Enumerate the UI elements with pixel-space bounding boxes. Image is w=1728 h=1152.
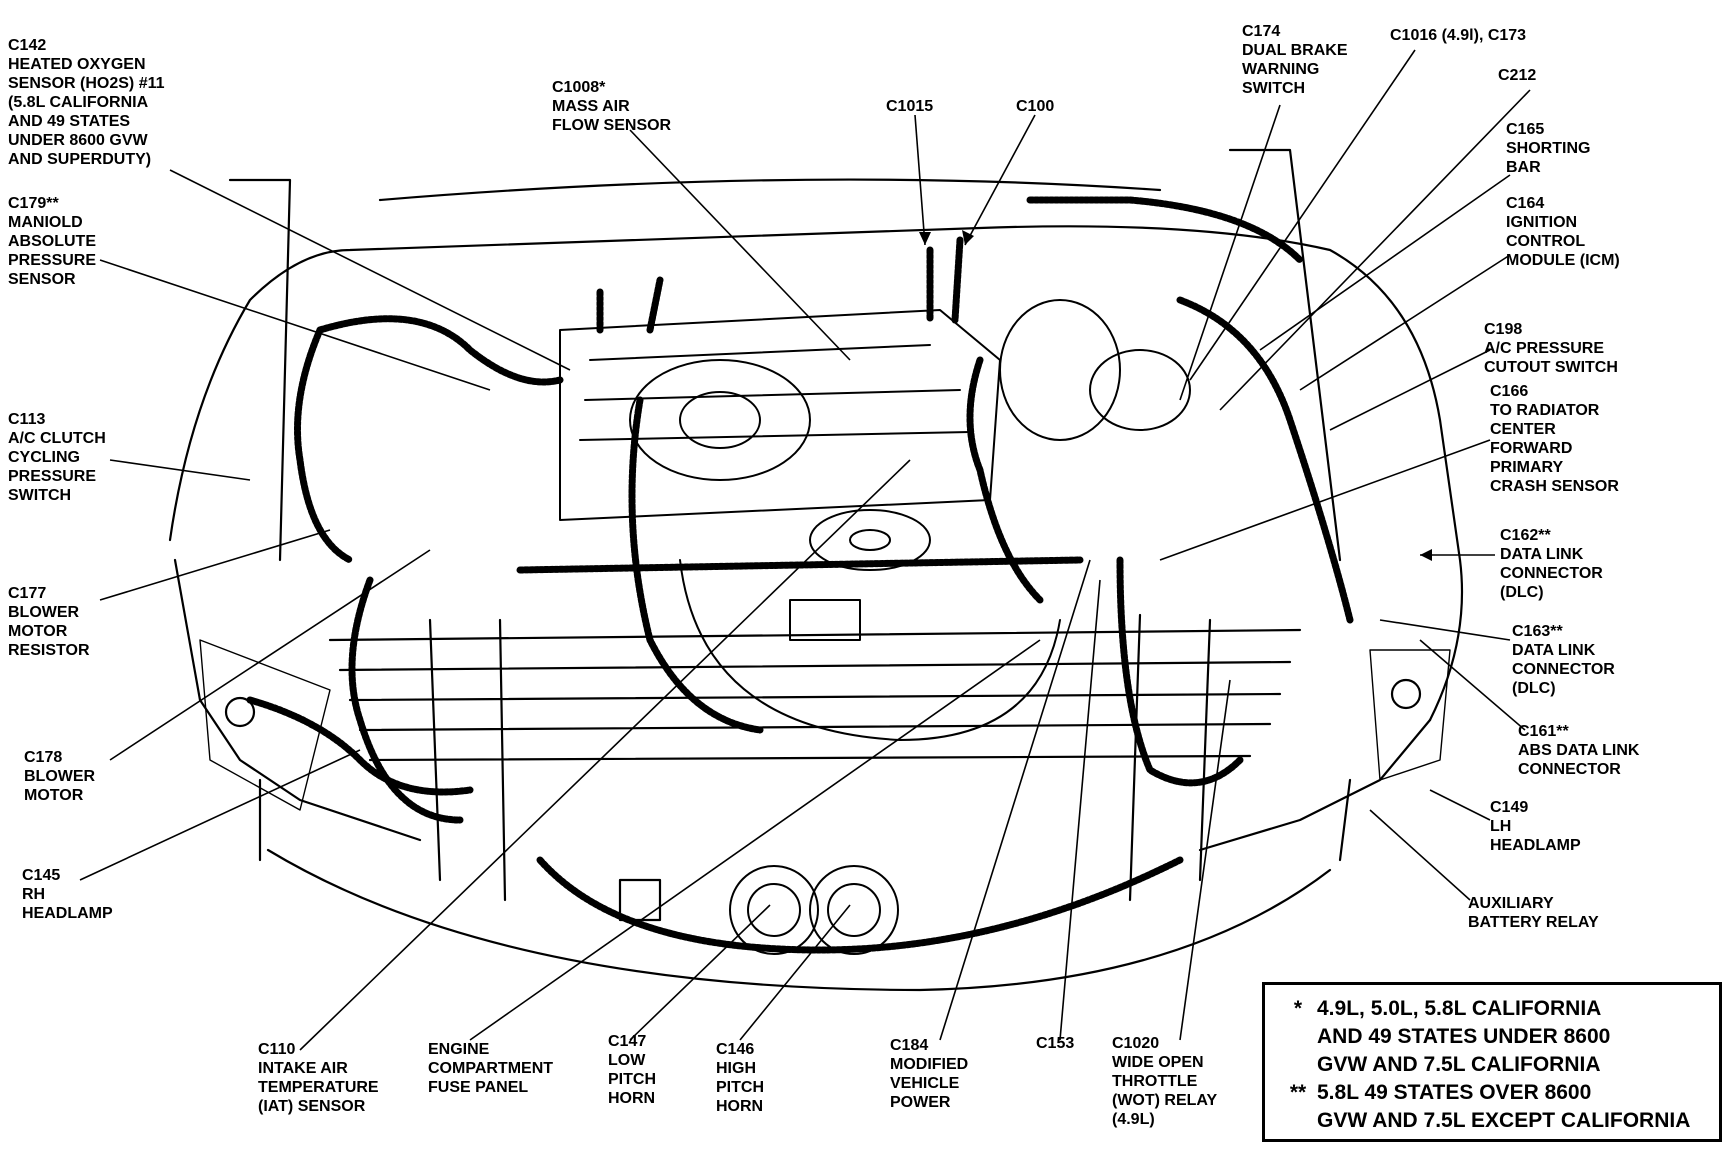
leader-arrowheads (919, 230, 1432, 561)
leader-lines (79, 49, 1531, 1051)
label-c212: C212 (1498, 67, 1537, 84)
engine-block (559, 299, 1191, 741)
label-c153: C153 (1036, 1035, 1075, 1052)
label-c100: C100 (1016, 98, 1055, 115)
legend-marker: ** (1289, 1081, 1307, 1104)
legend-marker: * (1293, 997, 1303, 1020)
label-c1015: C1015 (886, 98, 934, 115)
horn-pair (729, 865, 899, 955)
label-c1016: C1016 (4.9l), C173 (1390, 27, 1527, 44)
body-outline (168, 148, 1464, 992)
